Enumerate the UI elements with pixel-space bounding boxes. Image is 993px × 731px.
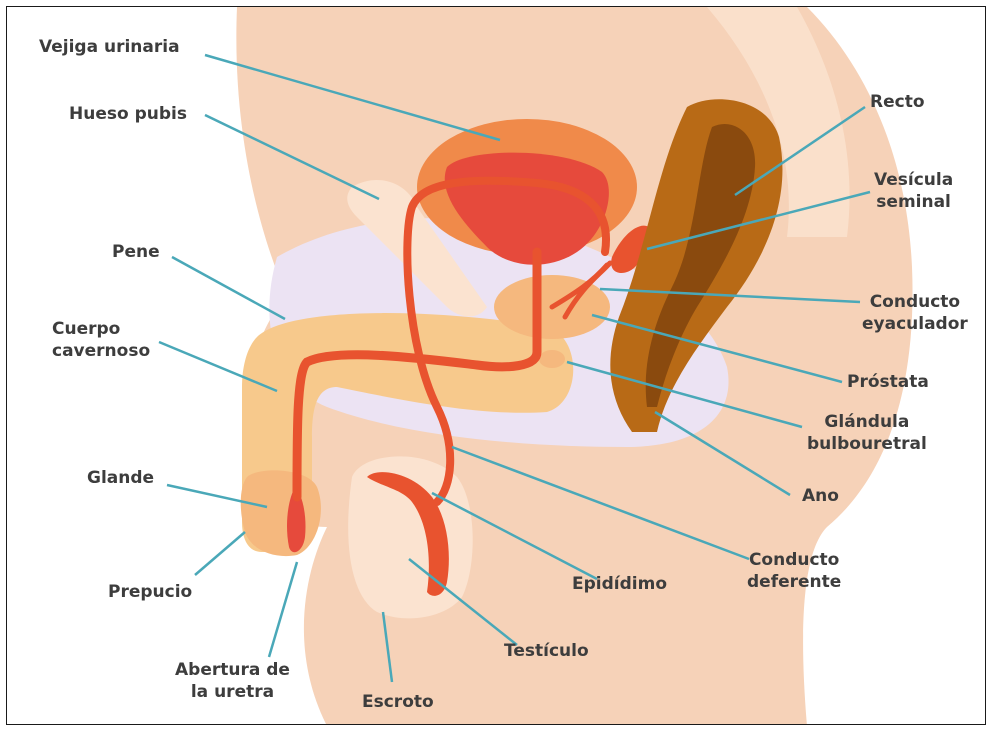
leader-prepucio — [195, 532, 245, 575]
label-conducto-deferente: Conducto deferente — [747, 549, 841, 593]
label-pene: Pene — [112, 241, 160, 263]
diagram-frame: Vejiga urinaria Hueso pubis Pene Cuerpo … — [6, 6, 986, 725]
bulbourethral-gland — [539, 350, 565, 368]
label-prostata: Próstata — [847, 371, 929, 393]
label-glande: Glande — [87, 467, 154, 489]
leader-pene — [172, 257, 285, 319]
label-conducto-eyaculador: Conducto eyaculador — [862, 291, 968, 335]
label-abertura-uretra: Abertura de la uretra — [175, 659, 290, 703]
label-glandula-bulbouretral: Glándula bulbouretral — [807, 411, 927, 455]
label-hueso-pubis: Hueso pubis — [69, 103, 187, 125]
label-escroto: Escroto — [362, 691, 434, 713]
label-ano: Ano — [802, 485, 839, 507]
label-cuerpo-cavernoso: Cuerpo cavernoso — [52, 318, 150, 362]
label-recto: Recto — [870, 91, 925, 113]
label-epididimo: Epidídimo — [572, 573, 667, 595]
glans — [241, 470, 321, 556]
label-testiculo: Testículo — [504, 640, 589, 662]
label-vejiga-urinaria: Vejiga urinaria — [39, 36, 180, 58]
leader-abertura — [269, 562, 297, 657]
label-vesicula-seminal: Vesícula seminal — [874, 169, 953, 213]
label-prepucio: Prepucio — [108, 581, 192, 603]
